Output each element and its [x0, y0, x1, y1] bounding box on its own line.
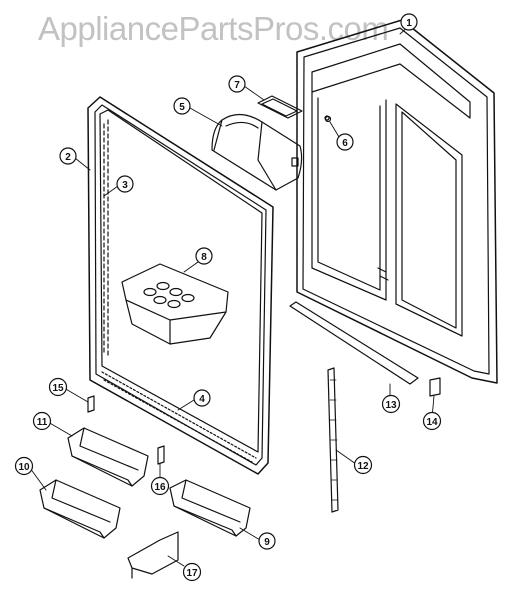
callout-3: 3 [116, 175, 134, 193]
egg-bin-part [121, 263, 229, 345]
dairy-door-part [211, 113, 303, 191]
callout-4: 4 [193, 389, 211, 407]
svg-text:7: 7 [234, 80, 240, 91]
callout-8: 8 [195, 247, 213, 265]
callout-15: 15 [48, 377, 68, 397]
svg-text:11: 11 [37, 417, 48, 428]
gasket-bottom-part [101, 371, 257, 463]
door-bin-left-part [39, 479, 121, 539]
svg-text:3: 3 [122, 180, 128, 191]
deflector-part [127, 531, 179, 579]
horizontal-strip-part [289, 301, 419, 385]
door-bin-middle-part [67, 427, 149, 487]
svg-text:12: 12 [357, 461, 369, 472]
svg-text:2: 2 [65, 152, 71, 163]
callout-12: 12 [353, 455, 373, 475]
svg-text:17: 17 [186, 568, 198, 579]
bin-clip-part [87, 395, 95, 413]
bin-clip-2-part [157, 445, 165, 465]
svg-text:6: 6 [342, 138, 348, 149]
svg-text:4: 4 [199, 394, 205, 405]
svg-text:5: 5 [179, 102, 185, 113]
callout-10: 10 [14, 456, 34, 476]
svg-text:8: 8 [201, 252, 207, 263]
callout-16: 16 [150, 476, 170, 496]
svg-text:10: 10 [18, 462, 30, 473]
callout-17: 17 [182, 562, 202, 582]
callout-11: 11 [32, 411, 52, 431]
svg-text:1: 1 [406, 18, 412, 29]
door-bin-right-part [169, 479, 251, 537]
svg-text:13: 13 [385, 400, 397, 411]
hinge-tray-part [257, 95, 303, 119]
callout-9: 9 [258, 532, 276, 550]
svg-text:15: 15 [52, 383, 64, 394]
svg-text:9: 9 [264, 537, 270, 548]
screw-part [324, 115, 332, 123]
door-liner-part [296, 19, 498, 384]
gasket-seal-part [99, 109, 263, 453]
watermark-logo: AppliancePartsPros.com [38, 10, 389, 47]
callout-1: 1 [400, 13, 418, 31]
callout-7: 7 [228, 75, 246, 93]
svg-text:14: 14 [426, 417, 438, 428]
svg-text:16: 16 [154, 482, 166, 493]
leader-lines [29, 25, 435, 567]
vertical-strip-part [327, 367, 339, 513]
callout-2: 2 [59, 147, 77, 165]
bracket-part [429, 377, 441, 397]
door-gasket-part [87, 96, 274, 475]
callout-6: 6 [336, 133, 354, 151]
callout-5: 5 [173, 97, 191, 115]
callout-13: 13 [381, 394, 401, 414]
callout-14: 14 [422, 411, 442, 431]
